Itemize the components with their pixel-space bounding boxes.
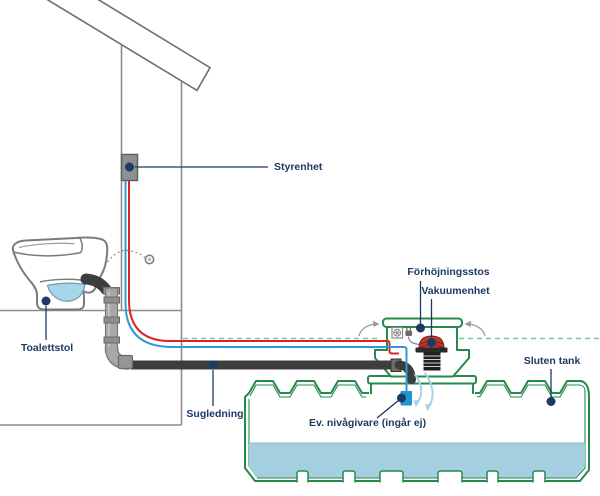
label-dot-forhojningsstos	[416, 323, 425, 333]
flush-button	[144, 254, 155, 265]
label-styrenhet: Styrenhet	[274, 161, 323, 173]
label-forhojningsstos: Förhöjningsstos	[407, 266, 490, 278]
seat-back-divider	[79, 237, 83, 253]
suction-pipe-elbow-down	[394, 360, 416, 384]
label-dot-sugledning	[208, 360, 218, 370]
label-dot-sluten-tank	[546, 397, 556, 406]
label-toalettstol: Toalettstol	[20, 342, 74, 354]
label-lines	[45, 166, 552, 419]
dome-base	[415, 347, 448, 353]
tank-water	[249, 443, 585, 478]
toilet	[11, 236, 155, 311]
seat-edge-line	[13, 251, 82, 257]
label-dot-nivagivare	[397, 393, 406, 403]
plug-cord	[407, 336, 420, 346]
flow-arrows	[413, 371, 434, 412]
label-vakuumenhet: Vakuumenhet	[421, 285, 490, 297]
fan-icon	[391, 326, 404, 339]
label-nivagivare: Ev. nivågivare (ingår ej)	[309, 417, 427, 429]
sensor-cable-blue	[124, 180, 408, 391]
tank-feet	[296, 470, 546, 483]
tank-inner-line-right	[257, 384, 586, 479]
pipe-couplings	[103, 296, 120, 344]
flush-signal-dotted-line	[102, 249, 146, 271]
toilet-water	[46, 282, 86, 302]
power-plug-icon	[405, 327, 420, 346]
label-sugledning: Sugledning	[186, 408, 244, 420]
label-dot-styrenhet	[125, 162, 134, 172]
power-cable-red	[128, 180, 399, 355]
seat-opening-line	[18, 242, 75, 249]
sealed-tank	[244, 380, 590, 483]
lid-arrow-left-icon	[358, 320, 380, 337]
label-sluten-tank: Sluten tank	[523, 355, 581, 367]
roof-beam	[46, 0, 212, 92]
lid-arrow-right-icon	[464, 320, 486, 337]
label-dot-vakuumenhet	[427, 338, 436, 347]
suction-pipe-coupling-left	[117, 354, 134, 370]
label-dot-toalettstol	[41, 296, 51, 306]
label-dots	[41, 162, 556, 406]
label-line-nivagivare	[376, 397, 402, 419]
bellows	[423, 352, 441, 371]
suction-pipe	[117, 354, 416, 384]
